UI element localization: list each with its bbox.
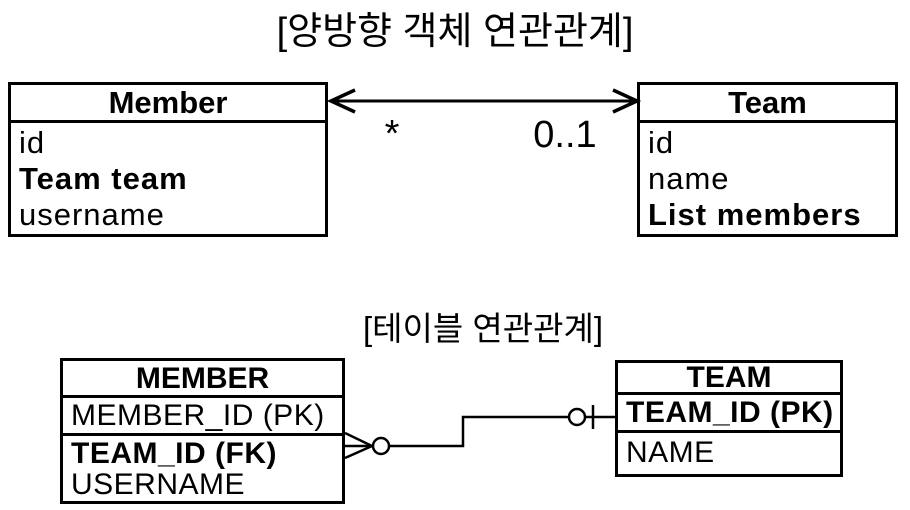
member-class-box: Member id Team team username [8,82,328,237]
team-table-pk-column: TEAM_ID (PK) [618,395,840,433]
member-table-fk-column: TEAM_ID (FK) [71,437,277,469]
member-table-username-column: USERNAME [71,469,246,500]
member-field-username: username [19,197,165,232]
member-table-box: MEMBER MEMBER_ID (PK) TEAM_ID (FK) USERN… [60,358,345,504]
team-field-members: List members [648,197,862,232]
multiplicity-many-label: * [384,113,400,155]
team-class-fields: id name List members [640,123,895,232]
team-class-box: Team id name List members [637,82,898,237]
team-table-box: TEAM TEAM_ID (PK) NAME [615,360,843,477]
member-table-name: MEMBER [63,361,342,398]
crows-foot-relationship-connector [345,405,617,460]
team-table-name: TEAM [618,363,840,395]
relationship-line [389,415,569,448]
member-field-id: id [19,125,46,160]
member-class-fields: id Team team username [11,123,325,232]
object-association-title: [양방향 객체 연관관계] [276,11,634,53]
team-field-id: id [648,125,675,160]
bidirectional-arrow-icon [326,88,642,114]
team-table-name-column: NAME [626,436,715,469]
team-field-name: name [648,161,730,196]
zero-or-one-icon [567,405,617,429]
member-class-name: Member [11,85,325,123]
team-class-name: Team [640,85,895,123]
crows-foot-many-icon [345,431,391,460]
multiplicity-zero-or-one-label: 0..1 [533,114,597,156]
table-association-title: [테이블 연관관계] [362,310,604,347]
member-table-pk-column: MEMBER_ID (PK) [63,398,342,436]
member-field-team: Team team [19,161,188,196]
